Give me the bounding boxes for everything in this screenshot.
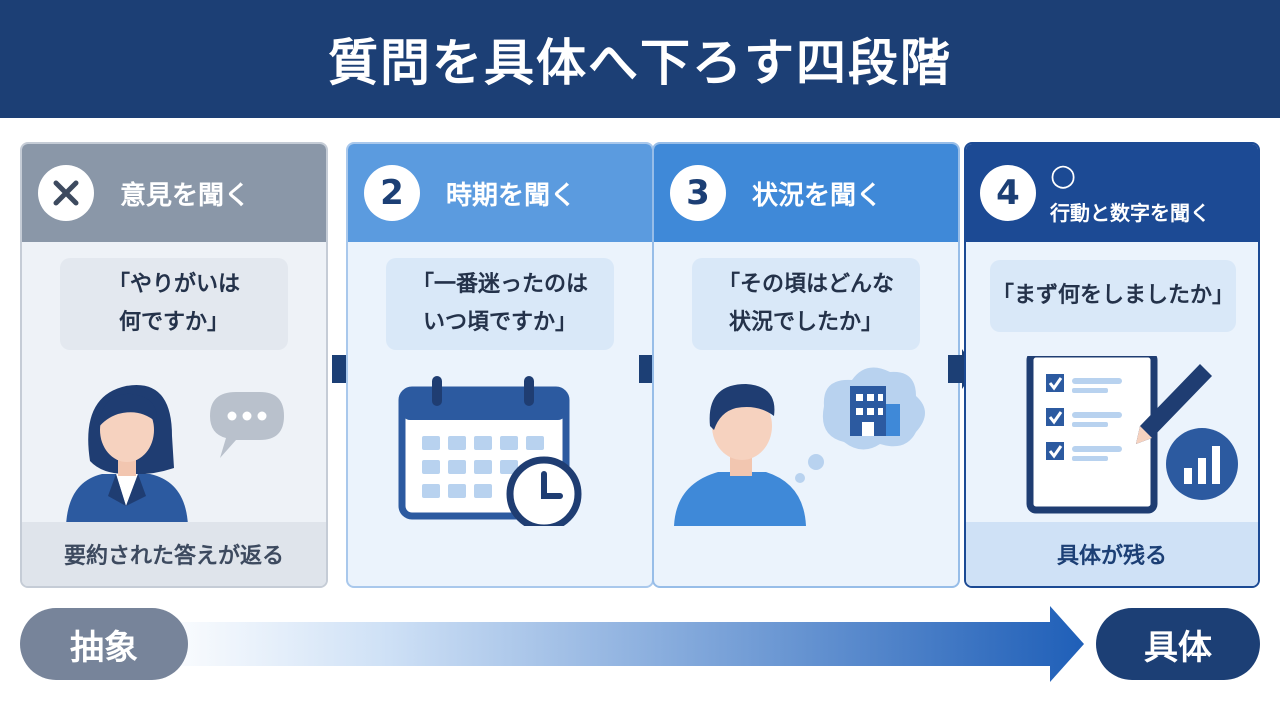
stage-3-title: 状況を聞く — [752, 180, 883, 211]
circle-mark-icon: ○ — [1050, 157, 1077, 193]
stage-2-title: 時期を聞く — [446, 180, 577, 211]
stage-card-2: 2 時期を聞く 「一番迷ったのは いつ頃ですか」 — [346, 142, 654, 588]
calendar-with-clock-illustration — [398, 376, 582, 526]
stage-4-title-group: ○ 行動と数字を聞く — [1050, 157, 1210, 226]
page-title: 質問を具体へ下ろす四段階 — [328, 34, 952, 92]
stage-2-badge: 2 — [364, 165, 420, 221]
stage-2-number: 2 — [380, 173, 404, 213]
header-banner: 質問を具体へ下ろす四段階 — [0, 0, 1280, 118]
checklist-with-pen-and-chart-illustration — [1026, 356, 1238, 514]
stage-4-quote: 「まず何をしましたか」 — [990, 260, 1236, 332]
abstract-to-concrete-gradient-arrow — [150, 606, 1084, 682]
stage-1-footer: 要約された答えが返る — [22, 522, 326, 586]
stage-card-4: 4 ○ 行動と数字を聞く 「まず何をしましたか」 具体が残る — [964, 142, 1260, 588]
concrete-label: 具体 — [1096, 608, 1260, 680]
stage-4-header: 4 ○ 行動と数字を聞く — [966, 144, 1258, 242]
stage-card-1: 意見を聞く 「やりがいは 何ですか」 要約された答えが返る — [20, 142, 328, 588]
stage-1-quote: 「やりがいは 何ですか」 — [60, 258, 288, 350]
person-thinking-of-building-illustration — [674, 367, 925, 526]
stage-4-title: 行動と数字を聞く — [1050, 200, 1210, 225]
stage-4-badge: 4 — [980, 165, 1036, 221]
stage-1-badge — [38, 165, 94, 221]
stage-1-header: 意見を聞く — [22, 144, 326, 242]
stage-4-footer: 具体が残る — [966, 522, 1258, 586]
stage-3-header: 3 状況を聞く — [654, 144, 958, 242]
person-with-speech-bubble-illustration — [66, 385, 284, 526]
abstract-label: 抽象 — [20, 608, 188, 680]
stage-2-quote: 「一番迷ったのは いつ頃ですか」 — [386, 258, 614, 350]
x-mark-icon — [53, 180, 79, 206]
stage-3-number: 3 — [686, 173, 710, 213]
stage-3-badge: 3 — [670, 165, 726, 221]
stage-4-number: 4 — [996, 173, 1020, 213]
stage-card-3: 3 状況を聞く 「その頃はどんな 状況でしたか」 — [652, 142, 960, 588]
stage-2-header: 2 時期を聞く — [348, 144, 652, 242]
stage-3-quote: 「その頃はどんな 状況でしたか」 — [692, 258, 920, 350]
stage-1-title: 意見を聞く — [120, 180, 251, 211]
